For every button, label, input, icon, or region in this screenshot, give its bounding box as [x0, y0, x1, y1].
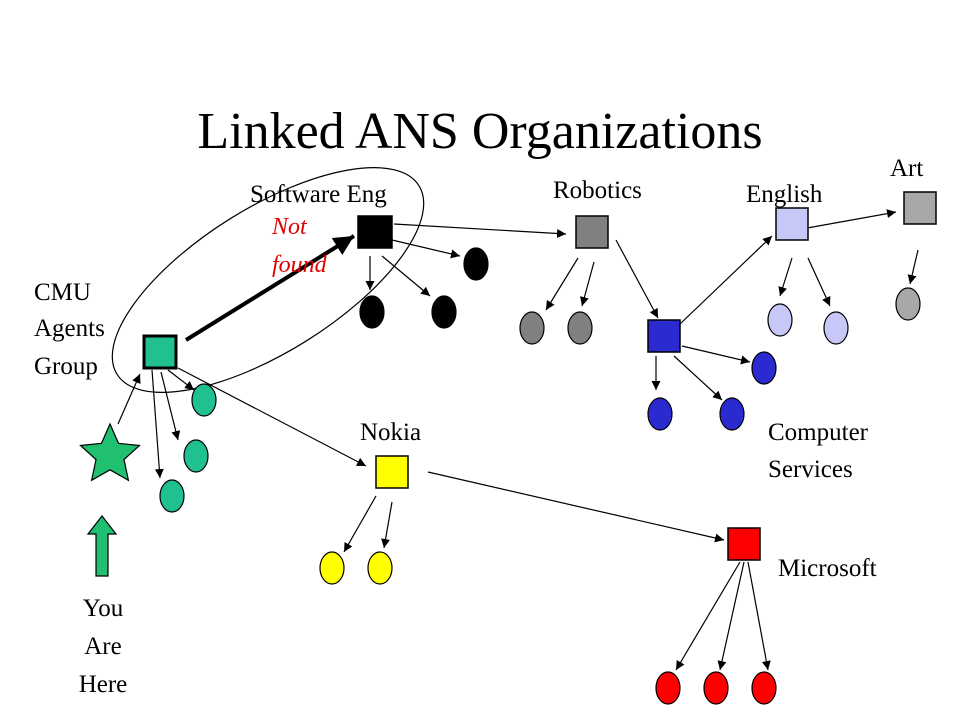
edge	[160, 371, 181, 441]
node-software-eng	[357, 215, 393, 249]
up-arrow-icon	[86, 515, 118, 577]
label-not-found-line2: found	[272, 252, 328, 278]
label-microsoft: Microsoft	[778, 555, 877, 582]
edge	[778, 257, 793, 297]
org-nodes	[142, 191, 937, 561]
member-node	[823, 311, 849, 345]
edge	[427, 471, 725, 543]
edge	[343, 495, 377, 553]
member-nodes	[159, 247, 921, 705]
label-art: Art	[890, 155, 923, 182]
edge	[177, 367, 367, 467]
edge	[747, 561, 771, 671]
query-arrow	[184, 234, 356, 342]
edges	[117, 209, 919, 671]
member-node	[719, 397, 745, 431]
node-computer-services	[647, 319, 681, 353]
member-node	[183, 439, 209, 473]
member-node	[159, 479, 185, 513]
edge	[675, 561, 741, 671]
label-computer-services-line2: Services	[768, 456, 853, 483]
edge	[545, 257, 579, 311]
edge	[580, 261, 595, 307]
page-title: Linked ANS Organizations	[197, 103, 762, 160]
member-node	[703, 671, 729, 705]
node-cmu	[142, 334, 178, 370]
edge	[391, 239, 461, 259]
member-node	[463, 247, 489, 281]
label-cmu-line1: CMU	[34, 279, 91, 306]
edge	[795, 209, 897, 231]
member-node	[191, 383, 217, 417]
label-english: English	[746, 181, 823, 208]
edge	[117, 373, 141, 425]
edge	[907, 249, 919, 285]
node-nokia	[375, 455, 409, 489]
member-node	[567, 311, 593, 345]
edge	[393, 223, 567, 238]
star-icon	[79, 422, 141, 482]
member-node	[751, 351, 777, 385]
node-english	[775, 207, 809, 241]
member-node	[895, 287, 921, 321]
member-node	[519, 311, 545, 345]
edge	[381, 255, 431, 297]
member-node	[647, 397, 673, 431]
search-boundary-ellipse	[111, 167, 425, 393]
label-nokia: Nokia	[360, 419, 421, 446]
edge	[807, 257, 831, 307]
edge	[673, 355, 723, 401]
edge	[717, 561, 745, 671]
label-you-are-here-line2: Are	[84, 633, 121, 660]
member-node	[367, 551, 393, 585]
member-node	[431, 295, 457, 329]
label-software-eng: Software Eng	[250, 181, 387, 208]
member-node	[655, 671, 681, 705]
node-art	[903, 191, 937, 225]
label-you-are-here-line3: Here	[79, 671, 128, 698]
node-robotics	[575, 215, 609, 249]
label-robotics: Robotics	[553, 177, 642, 204]
label-cmu-line2: Agents	[34, 315, 105, 342]
edge	[681, 345, 751, 365]
edge	[167, 369, 195, 391]
member-node	[359, 295, 385, 329]
label-not-found-line1: Not	[271, 214, 308, 240]
label-computer-services-line1: Computer	[768, 419, 869, 446]
member-node	[751, 671, 777, 705]
edge	[615, 239, 659, 319]
edge	[679, 235, 773, 325]
member-node	[767, 303, 793, 337]
member-node	[319, 551, 345, 585]
label-cmu-line3: Group	[34, 353, 98, 380]
label-you-are-here-line1: You	[83, 595, 124, 622]
edge	[381, 501, 393, 549]
node-microsoft	[727, 527, 761, 561]
edge	[151, 369, 164, 479]
